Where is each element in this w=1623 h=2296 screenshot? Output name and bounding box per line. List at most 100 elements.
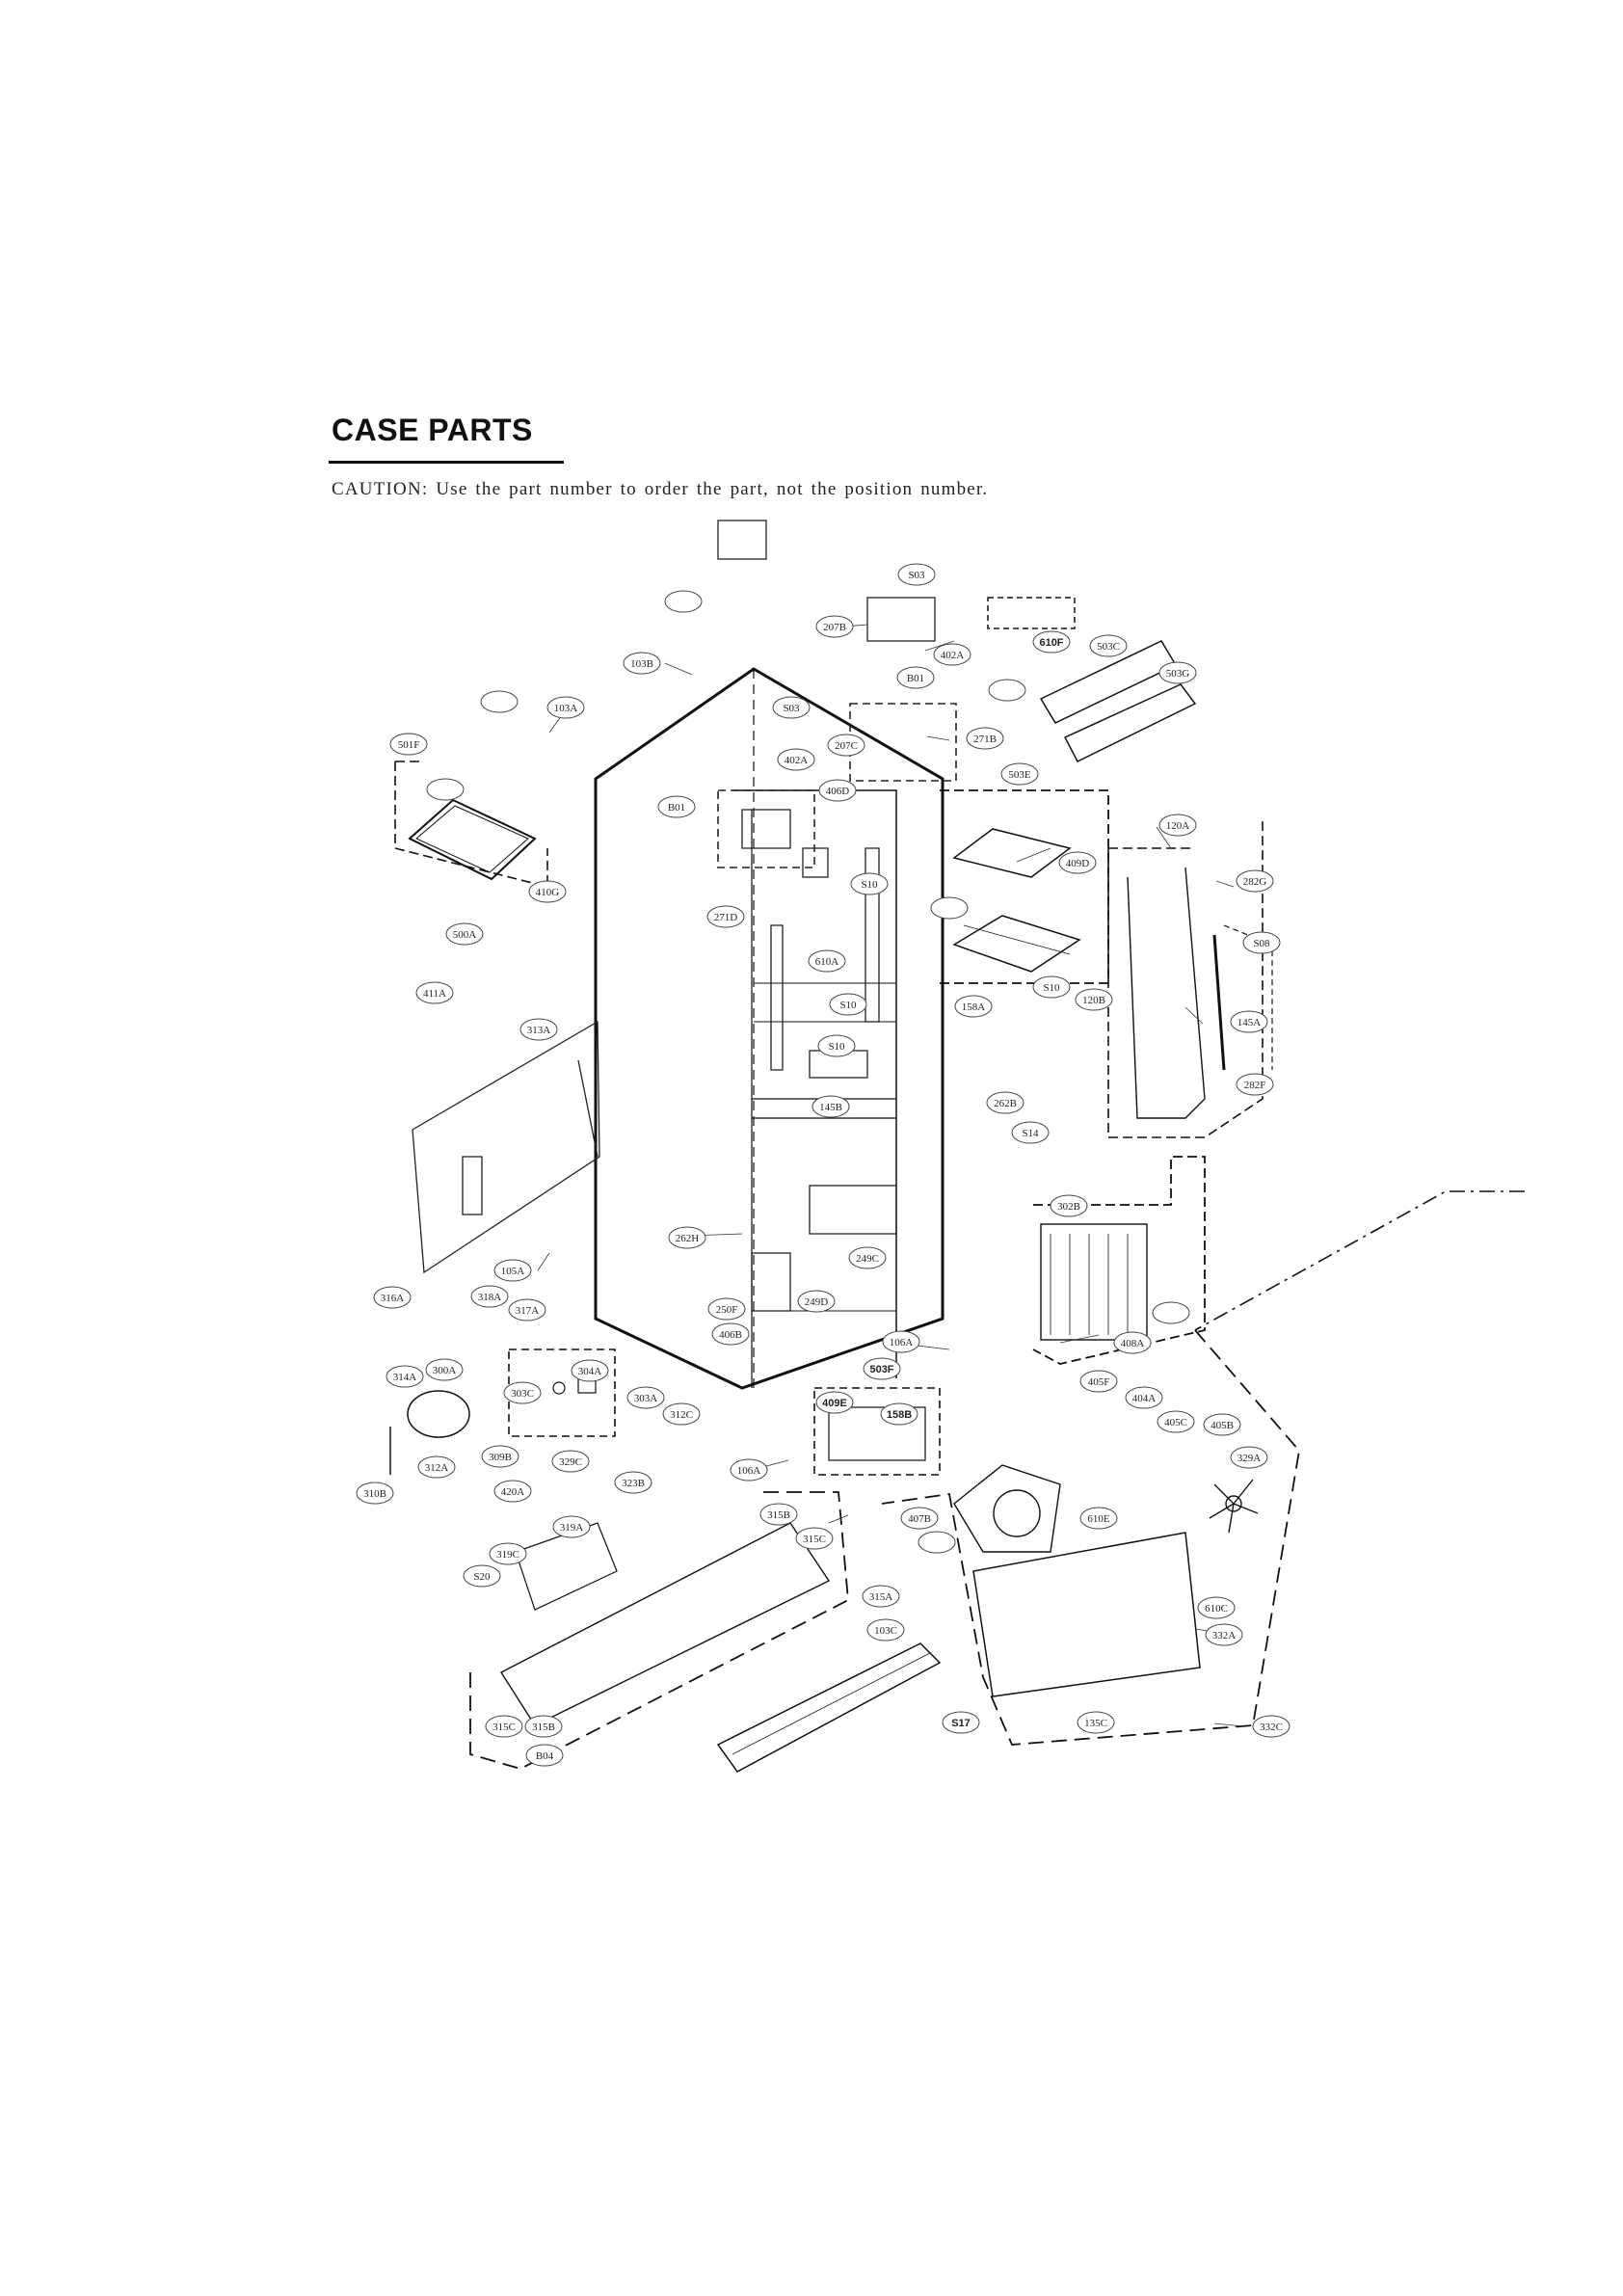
callout-label: 313A — [527, 1025, 551, 1036]
callout-bubble — [882, 1330, 920, 1353]
callout-label: 312C — [670, 1409, 693, 1421]
callout-label: 501F — [398, 739, 420, 751]
part-callout — [480, 690, 519, 713]
part-callout: 323B — [614, 1471, 652, 1494]
callout-bubble — [954, 995, 993, 1018]
callout-bubble — [897, 563, 936, 586]
callout-bubble — [933, 643, 971, 666]
callout-bubble — [386, 1365, 424, 1388]
callout-bubble — [707, 1297, 746, 1321]
callout-label: S10 — [861, 879, 878, 891]
callout-bubble — [1050, 1194, 1088, 1217]
callout-bubble — [1158, 661, 1197, 684]
callout-label: 410G — [536, 887, 560, 898]
callout-bubble — [797, 1290, 836, 1313]
part-callout: 262H — [668, 1226, 706, 1249]
callout-label: 318A — [478, 1292, 502, 1303]
part-callout: 319A — [552, 1515, 591, 1538]
part-callout: 332A — [1205, 1623, 1243, 1646]
callout-bubble — [623, 652, 661, 675]
callout-label: S08 — [1253, 938, 1270, 949]
callout-label: 319C — [496, 1549, 519, 1561]
callout-bubble — [668, 1226, 706, 1249]
callout-bubble — [866, 1618, 905, 1642]
callout-label: B01 — [668, 802, 685, 814]
callout-label: 303A — [634, 1393, 658, 1404]
callout-label: 315B — [532, 1722, 555, 1733]
callout-bubble — [711, 1322, 750, 1346]
part-callout: 318A — [470, 1285, 509, 1308]
callout-label: S03 — [908, 570, 925, 581]
part-callout: 315B — [524, 1715, 563, 1738]
callout-label: 402A — [785, 755, 809, 766]
callout-bubble — [880, 1402, 918, 1426]
callout-bubble — [470, 1285, 509, 1308]
callout-bubble — [966, 727, 1004, 750]
callout-label: 409D — [1066, 858, 1090, 869]
part-callout: 106A — [730, 1458, 768, 1482]
callout-bubble — [1011, 1121, 1050, 1144]
part-callout: 503C — [1089, 634, 1128, 657]
group-409e — [813, 1387, 941, 1476]
callout-label: 406B — [719, 1329, 742, 1341]
part-callout: 315A — [862, 1585, 900, 1608]
callout-bubble — [1242, 931, 1281, 954]
part-callout: 610C — [1197, 1596, 1236, 1619]
part-callout: 103A — [546, 696, 585, 719]
callout-label: 315A — [869, 1591, 893, 1603]
part-callout — [1152, 1301, 1190, 1324]
part-callout: S08 — [1242, 931, 1281, 954]
part-callout — [426, 778, 465, 801]
callout-label: 262B — [994, 1098, 1017, 1109]
part-callout: 120A — [1158, 814, 1197, 837]
callout-bubble — [1079, 1507, 1118, 1530]
callout-bubble — [373, 1286, 412, 1309]
callout-bubble — [988, 679, 1026, 702]
callout-label: 158B — [887, 1409, 912, 1421]
part-callout: S10 — [850, 872, 889, 895]
callout-bubble — [817, 1034, 856, 1057]
part-callout: S14 — [1011, 1121, 1050, 1144]
part-callout: 500A — [445, 922, 484, 946]
part-callout: 207B — [815, 615, 854, 638]
callout-bubble — [706, 905, 745, 928]
callout-label: 158A — [962, 1001, 986, 1013]
part-callout: 420A — [493, 1480, 532, 1503]
callout-label: 271B — [973, 734, 997, 745]
part-callout: S20 — [463, 1564, 501, 1588]
callout-label: 314A — [393, 1372, 417, 1383]
part-callout: 329A — [1230, 1446, 1268, 1469]
callout-label: 332C — [1260, 1722, 1283, 1733]
callout-bubble — [1205, 1623, 1243, 1646]
callout-label: 249C — [856, 1253, 879, 1265]
part-callout: 158B — [880, 1402, 918, 1426]
callout-label: 332A — [1212, 1630, 1237, 1642]
callout-bubble — [815, 615, 854, 638]
part-callout: 145B — [812, 1095, 850, 1118]
back-panel-313a — [412, 1020, 600, 1274]
callout-bubble — [1075, 988, 1113, 1011]
part-callout: 120B — [1075, 988, 1113, 1011]
callout-label: 610F — [1039, 637, 1063, 649]
part-callout: 312C — [662, 1402, 701, 1426]
callout-label: 610E — [1087, 1513, 1110, 1525]
callout-bubble — [829, 993, 867, 1016]
callout-label: 503F — [869, 1364, 893, 1375]
callout-bubble — [815, 1391, 854, 1414]
part-callout: 304A — [571, 1359, 609, 1382]
callout-bubble — [626, 1386, 665, 1409]
callout-label: 315C — [803, 1534, 826, 1545]
callout-label: 309B — [489, 1452, 512, 1463]
callout-bubble — [417, 1455, 456, 1479]
part-callout: 315B — [759, 1503, 798, 1526]
callout-bubble — [1058, 851, 1097, 874]
callout-label: S03 — [783, 703, 800, 714]
part-callout: 145A — [1230, 1010, 1268, 1033]
part-callout: 313A — [519, 1018, 558, 1041]
part-callout: S03 — [772, 696, 811, 719]
callout-label: 405F — [1088, 1376, 1110, 1388]
part-callout: 135C — [1077, 1711, 1115, 1734]
callout-bubble — [489, 1542, 527, 1565]
callout-bubble — [812, 1095, 850, 1118]
